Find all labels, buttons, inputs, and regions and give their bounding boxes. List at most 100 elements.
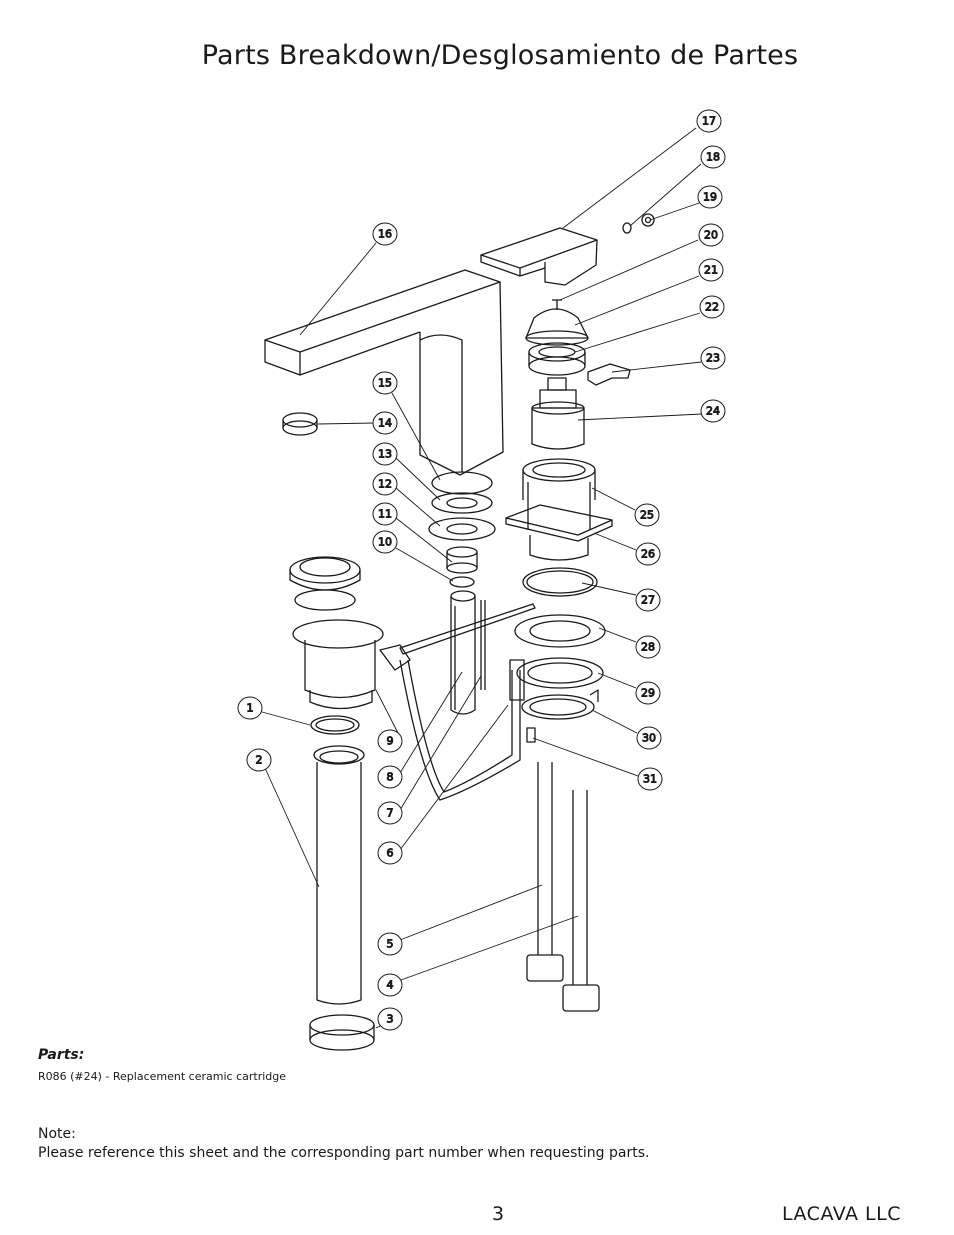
spout-body-part xyxy=(264,269,504,476)
svg-text:3: 3 xyxy=(387,1013,394,1026)
callout-18: 18 xyxy=(700,145,726,169)
svg-text:17: 17 xyxy=(702,115,716,128)
parts-list-item: R086 (#24) - Replacement ceramic cartrid… xyxy=(38,1070,286,1083)
small-ring-part xyxy=(449,576,475,588)
hex-nut-part xyxy=(641,213,655,227)
svg-text:25: 25 xyxy=(640,509,654,522)
callout-10: 10 xyxy=(372,530,398,554)
spout-washer-15 xyxy=(431,471,493,495)
svg-text:26: 26 xyxy=(641,548,655,561)
page-title: Parts Breakdown/Desglosamiento de Partes xyxy=(201,40,799,71)
svg-text:22: 22 xyxy=(705,301,719,314)
svg-text:21: 21 xyxy=(704,264,718,277)
aerator-part xyxy=(282,412,318,436)
valve-housing-part xyxy=(522,458,596,530)
svg-text:16: 16 xyxy=(378,228,392,241)
callout-11: 11 xyxy=(372,502,398,526)
svg-text:15: 15 xyxy=(378,377,392,390)
callout-19: 19 xyxy=(697,185,723,209)
svg-text:28: 28 xyxy=(641,641,655,654)
callout-16: 16 xyxy=(372,222,398,246)
callout-9: 9 xyxy=(377,729,403,753)
callout-14: 14 xyxy=(372,411,398,435)
callout-20: 20 xyxy=(698,223,724,247)
bonnet-nut-part xyxy=(528,342,586,376)
note-text: Please reference this sheet and the corr… xyxy=(38,1145,650,1161)
spout-washer-13 xyxy=(431,492,493,514)
flat-washer-part xyxy=(514,614,606,648)
callout-26: 26 xyxy=(635,542,661,566)
callout-23: 23 xyxy=(700,346,726,370)
callout-25: 25 xyxy=(634,503,660,527)
svg-text:18: 18 xyxy=(706,151,720,164)
svg-text:7: 7 xyxy=(387,807,394,820)
svg-text:30: 30 xyxy=(642,732,656,745)
callout-28: 28 xyxy=(635,635,661,659)
spout-nut-part xyxy=(446,546,478,574)
tailpiece-nut-part xyxy=(309,1014,375,1051)
pivot-rod-part xyxy=(399,603,536,655)
callout-15: 15 xyxy=(372,371,398,395)
note-label: Note: xyxy=(38,1126,76,1142)
callout-8: 8 xyxy=(377,765,403,789)
svg-text:1: 1 xyxy=(247,702,254,715)
callout-27: 27 xyxy=(635,588,661,612)
square-flange-part xyxy=(505,504,613,561)
company-name: LACAVA LLC xyxy=(782,1203,901,1225)
callout-2: 2 xyxy=(246,748,272,772)
svg-text:5: 5 xyxy=(387,938,394,951)
callout-24: 24 xyxy=(700,399,726,423)
retaining-clip-part xyxy=(587,363,631,386)
callout-12: 12 xyxy=(372,472,398,496)
svg-text:29: 29 xyxy=(641,687,655,700)
supply-line-4-part xyxy=(562,790,600,1012)
ceramic-cartridge-part xyxy=(531,377,585,450)
svg-text:13: 13 xyxy=(378,448,392,461)
mounting-bolt-part xyxy=(526,727,536,743)
callout-5: 5 xyxy=(377,932,403,956)
svg-text:2: 2 xyxy=(256,754,263,767)
drain-gasket-part xyxy=(310,715,360,735)
spout-washer-12 xyxy=(428,517,496,541)
svg-text:24: 24 xyxy=(706,405,720,418)
svg-text:8: 8 xyxy=(387,771,394,784)
supply-line-5-part xyxy=(526,762,564,982)
handle-lever-part xyxy=(480,227,598,286)
callout-22: 22 xyxy=(699,295,725,319)
callout-4: 4 xyxy=(377,973,403,997)
drain-body-part xyxy=(289,556,384,710)
svg-text:31: 31 xyxy=(643,773,657,786)
svg-text:10: 10 xyxy=(378,536,392,549)
svg-text:9: 9 xyxy=(387,735,394,748)
svg-text:23: 23 xyxy=(706,352,720,365)
callout-29: 29 xyxy=(635,681,661,705)
svg-text:12: 12 xyxy=(378,478,392,491)
o-ring-part xyxy=(522,567,598,597)
callout-31: 31 xyxy=(637,767,663,791)
parts-heading: Parts: xyxy=(38,1047,85,1063)
rubber-washer-part xyxy=(516,657,604,689)
callout-3: 3 xyxy=(377,1007,403,1031)
callout-30: 30 xyxy=(636,726,662,750)
lift-rod-part xyxy=(480,600,486,690)
flexible-hose-part xyxy=(399,659,521,801)
svg-text:19: 19 xyxy=(703,191,717,204)
svg-text:14: 14 xyxy=(378,417,392,430)
drain-elbow-part xyxy=(379,644,411,671)
page-number: 3 xyxy=(492,1203,505,1225)
callout-1: 1 xyxy=(237,696,263,720)
svg-text:20: 20 xyxy=(704,229,718,242)
set-screw-part xyxy=(622,222,632,234)
svg-text:27: 27 xyxy=(641,594,655,607)
tailpiece-rod-part xyxy=(450,590,476,715)
callout-17: 17 xyxy=(696,109,722,133)
clamp-ring-part xyxy=(521,689,599,720)
callout-21: 21 xyxy=(698,258,724,282)
svg-text:6: 6 xyxy=(387,847,394,860)
svg-text:11: 11 xyxy=(378,508,392,521)
svg-text:4: 4 xyxy=(387,979,394,992)
callout-7: 7 xyxy=(377,801,403,825)
callout-13: 13 xyxy=(372,442,398,466)
drain-tailpiece-part xyxy=(313,745,365,1005)
